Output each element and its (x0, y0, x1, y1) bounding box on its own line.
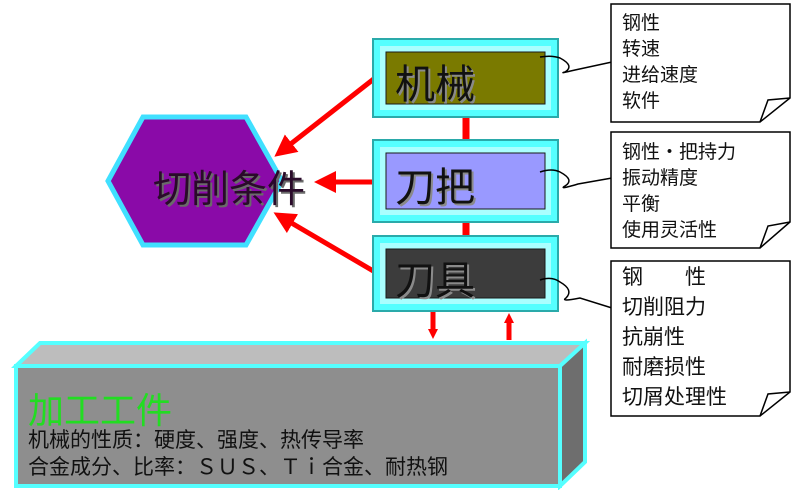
note-holder-line: 振动精度 (622, 167, 699, 189)
note-holder-line: 平衡 (622, 193, 661, 215)
note-tool: 钢 性 切削阻力 抗崩性 耐磨损性 切屑处理性 (622, 262, 727, 412)
note-holder-fold (759, 221, 791, 249)
workpiece-line-1: 机械的性质：硬度、强度、热传导率 (28, 428, 364, 452)
note-holder-line: 使用灵活性 (622, 219, 718, 241)
note-tool-fold (759, 391, 791, 417)
box-holder-label: 刀把 (395, 165, 475, 211)
box-tool (372, 235, 559, 312)
note-machine-line: 转速 (622, 38, 661, 60)
note-tool-line: 钢 性 (622, 265, 706, 289)
arrow-machine-to-center (274, 76, 377, 157)
workpiece-block (11, 338, 591, 490)
box-machine-label: 机械 (395, 62, 475, 108)
note-tool-line: 切屑处理性 (622, 385, 727, 409)
workpiece-line-2: 合金成分、比率：ＳＵＳ、Ｔｉ合金、耐热钢 (28, 455, 448, 479)
note-holder-line: 钢性・把持力 (622, 141, 737, 163)
leader-machine (539, 55, 613, 74)
center-label: 切削条件 (153, 167, 306, 211)
leader-tool (539, 277, 613, 309)
note-holder-shape (610, 131, 791, 249)
leader-holder (539, 169, 613, 189)
note-machine-fold (759, 97, 791, 123)
note-machine-shape (610, 3, 791, 123)
box-tool-label: 刀具 (395, 258, 475, 304)
center-hexagon (105, 114, 285, 248)
note-machine-line: 钢性 (622, 12, 661, 34)
note-holder: 钢性・把持力 振动精度 平衡 使用灵活性 (622, 139, 736, 243)
note-tool-line: 切削阻力 (622, 295, 706, 319)
arrow-tool-to-center (273, 212, 377, 275)
workpiece-title: 加工工件 (28, 391, 173, 432)
note-machine-line: 进给速度 (622, 64, 699, 86)
note-tool-shape (610, 260, 791, 417)
box-holder (372, 139, 559, 223)
note-tool-line: 抗崩性 (622, 325, 685, 349)
note-tool-line: 耐磨损性 (622, 355, 706, 379)
box-machine (372, 38, 559, 118)
note-machine-line: 软件 (622, 90, 661, 112)
note-machine: 钢性 转速 进给速度 软件 (622, 10, 698, 114)
